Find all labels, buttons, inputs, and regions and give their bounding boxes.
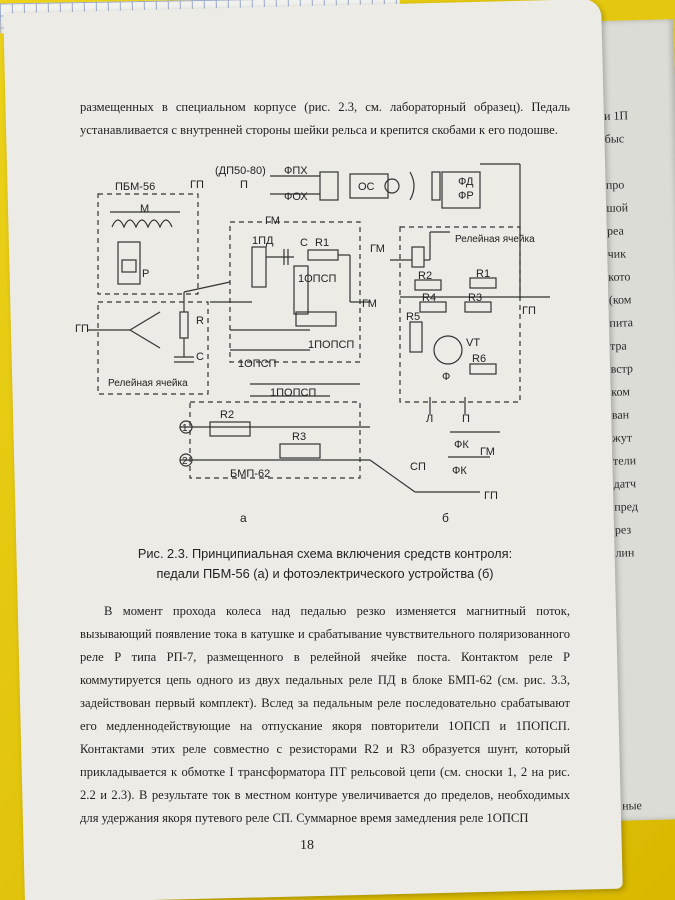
figure-caption: Рис. 2.3. Принципиальная схема включения… bbox=[95, 544, 555, 584]
caption-line-2: педали ПБМ-56 (а) и фотоэлектрического у… bbox=[156, 566, 494, 581]
right-page-line: быс bbox=[604, 131, 625, 146]
label-r1-left: R1 bbox=[315, 237, 329, 249]
label-fk-b: ФК bbox=[452, 465, 467, 477]
label-r3-bmp: R3 bbox=[292, 431, 306, 443]
right-page-line: чик bbox=[607, 246, 627, 261]
right-page-line: тели bbox=[612, 453, 637, 468]
caption-line-1: Рис. 2.3. Принципиальная схема включения… bbox=[137, 546, 513, 561]
label-os: ОС bbox=[358, 181, 375, 193]
label-c-left: С bbox=[196, 351, 204, 363]
label-b: б bbox=[442, 511, 449, 525]
label-f: Ф bbox=[442, 371, 450, 383]
right-page-line: кото bbox=[608, 269, 631, 284]
label-r4: R4 bbox=[422, 292, 436, 304]
label-fokh: ФОХ bbox=[284, 191, 308, 203]
label-opsp1-b: 1ОПСП bbox=[238, 358, 277, 370]
label-fd: ФД bbox=[458, 176, 474, 188]
label-r2-bmp: R2 bbox=[220, 409, 234, 421]
label-r5: R5 bbox=[406, 311, 420, 323]
label-p-right: П bbox=[462, 413, 470, 425]
label-relay-cell-left: Релейная ячейка bbox=[108, 378, 188, 389]
label-gp-right: ГП bbox=[522, 305, 536, 317]
label-fpkh: ФПХ bbox=[284, 165, 308, 177]
label-gm-top: ГМ bbox=[265, 215, 280, 227]
label-pbm: ПБМ-56 bbox=[115, 181, 155, 193]
label-gp-top: ГП bbox=[190, 179, 204, 191]
label-dp: (ДП50-80) bbox=[215, 165, 266, 177]
right-page-line: рез bbox=[614, 522, 632, 537]
intro-paragraph: размещенных в специальном корпусе (рис. … bbox=[80, 96, 570, 142]
label-c: С bbox=[300, 237, 308, 249]
label-bmp: БМП-62 bbox=[230, 468, 270, 480]
right-page-line: пред bbox=[614, 499, 639, 514]
label-n2: 2 bbox=[182, 456, 188, 467]
label-gp-bottom: ГП bbox=[484, 490, 498, 502]
label-r1-right: R1 bbox=[476, 268, 490, 280]
body-text: В момент прохода колеса над педалью резк… bbox=[80, 604, 570, 825]
right-page-line: датч bbox=[613, 476, 637, 491]
label-r3-right: R3 bbox=[468, 292, 482, 304]
right-page-line: пита bbox=[609, 315, 634, 330]
right-page-line: реа bbox=[606, 223, 625, 238]
label-r6: R6 bbox=[472, 353, 486, 365]
label-sp: СП bbox=[410, 461, 426, 473]
label-vt: VT bbox=[466, 337, 480, 349]
label-gm-right: ГМ bbox=[370, 243, 385, 255]
right-page-line: и 1П bbox=[603, 108, 629, 123]
right-page-line: шой bbox=[606, 200, 629, 215]
label-fk-a: ФК bbox=[454, 439, 469, 451]
label-a: а bbox=[240, 511, 247, 525]
label-l: Л bbox=[426, 413, 433, 425]
right-page-line: лин bbox=[615, 545, 635, 560]
label-gp-left: ГП bbox=[75, 323, 89, 335]
body-paragraph: В момент прохода колеса над педалью резк… bbox=[80, 600, 570, 830]
right-page-line: про bbox=[605, 177, 625, 192]
label-gm-bottom: ГМ bbox=[480, 446, 495, 458]
label-relay-cell-right: Релейная ячейка bbox=[455, 234, 535, 245]
label-n1: 1 bbox=[182, 423, 188, 434]
intro-text: размещенных в специальном корпусе (рис. … bbox=[80, 100, 570, 137]
label-p-relay: Р bbox=[142, 268, 149, 280]
right-page-line: ван bbox=[611, 407, 630, 422]
circuit-diagram: ПБМ-56 М (ДП50-80) ФПХ ФОХ ОС ФД ФР ГП П… bbox=[75, 163, 550, 525]
right-page-line: ком bbox=[611, 384, 631, 399]
right-page-line: ные bbox=[621, 798, 643, 813]
right-page-line: жут bbox=[612, 430, 633, 445]
label-m: М bbox=[140, 203, 149, 215]
label-r2-right: R2 bbox=[418, 270, 432, 282]
label-popsp1-b: 1ПОПСП bbox=[270, 387, 316, 399]
right-page-line: (ком bbox=[608, 292, 632, 307]
label-pd1: 1ПД bbox=[252, 235, 274, 247]
right-page-line: тра bbox=[609, 338, 627, 353]
label-opsp1-a: 1ОПСП bbox=[298, 273, 337, 285]
label-r: R bbox=[196, 315, 204, 327]
label-fr: ФР bbox=[458, 190, 474, 202]
page-number: 18 bbox=[300, 838, 314, 853]
label-p: П bbox=[240, 179, 248, 191]
right-page-line: встр bbox=[610, 361, 634, 376]
label-gm-mid: ГМ bbox=[362, 298, 377, 310]
label-popsp1-a: 1ПОПСП bbox=[308, 339, 354, 351]
